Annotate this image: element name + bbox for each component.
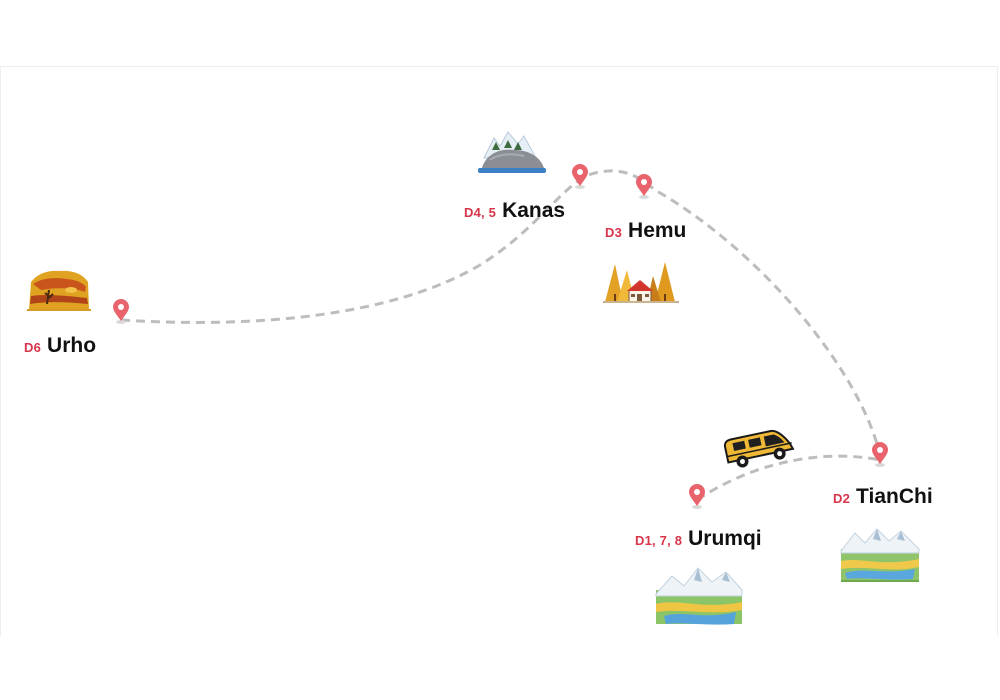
stop-label-urumqi: D1, 7, 8 Urumqi bbox=[635, 527, 762, 551]
snow-mountain-lake-icon bbox=[840, 528, 920, 582]
stop-name[interactable]: TianChi bbox=[856, 485, 933, 508]
stop-name[interactable]: Urumqi bbox=[688, 527, 762, 550]
location-pin-icon[interactable] bbox=[636, 174, 652, 199]
stop-day: D4, 5 bbox=[464, 205, 497, 220]
stop-label-hemu: D3 Hemu bbox=[605, 219, 686, 243]
route-path-urumqi-tianchi bbox=[696, 454, 881, 502]
autumn-village-icon bbox=[603, 262, 679, 303]
stop-label-tianchi: D2 TianChi bbox=[833, 485, 933, 509]
stop-name[interactable]: Urho bbox=[47, 334, 97, 357]
yellow-van-icon bbox=[723, 429, 795, 468]
snow-mountain-valley-icon bbox=[655, 567, 743, 625]
map-panel bbox=[0, 66, 998, 636]
stop-day: D3 bbox=[605, 225, 623, 240]
desert-canyon-icon bbox=[27, 270, 91, 311]
mountain-lake-island-icon bbox=[478, 131, 546, 173]
stop-label-kanas: D4, 5 Kanas bbox=[464, 199, 565, 223]
location-pin-icon[interactable] bbox=[113, 299, 129, 324]
location-pin-icon[interactable] bbox=[689, 484, 705, 509]
stop-day: D2 bbox=[833, 491, 851, 506]
stop-name[interactable]: Kanas bbox=[502, 199, 566, 222]
stop-day: D6 bbox=[24, 340, 42, 355]
location-pin-icon[interactable] bbox=[872, 442, 888, 467]
stop-label-urho: D6 Urho bbox=[24, 334, 96, 358]
stop-day: D1, 7, 8 bbox=[635, 533, 683, 548]
stop-name[interactable]: Hemu bbox=[628, 219, 687, 242]
location-pin-icon[interactable] bbox=[572, 164, 588, 189]
